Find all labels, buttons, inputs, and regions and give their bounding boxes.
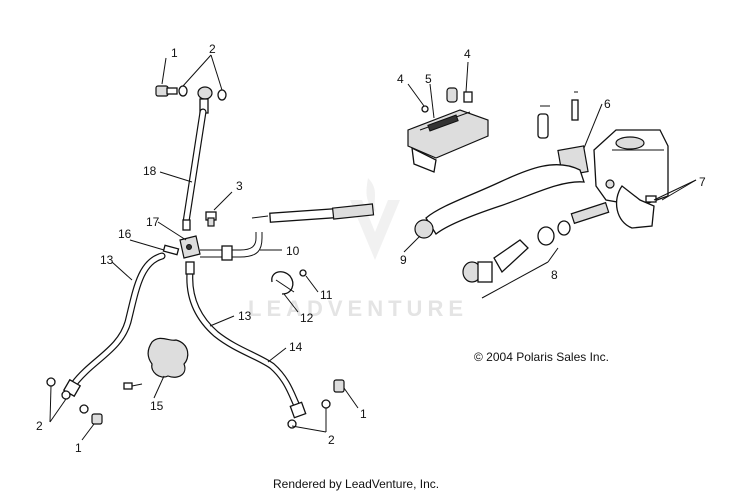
banjo-bolt-top: [155, 85, 178, 97]
hose-clamp-12: [271, 271, 295, 295]
watermark-logo: [350, 178, 400, 260]
brake-hose-13-left: [62, 252, 166, 398]
callout-3: 3: [236, 179, 243, 193]
cover-screw-4-left: [421, 105, 429, 113]
callout-14: 14: [289, 340, 303, 354]
callout-13-left: 13: [100, 253, 114, 267]
callout-10: 10: [286, 244, 300, 258]
brake-hose-13-center: [185, 261, 307, 419]
brake-cable: [251, 203, 375, 223]
watermark-text: LEADVENTURE: [248, 296, 468, 321]
callout-12: 12: [300, 311, 314, 325]
copyright-text: © 2004 Polaris Sales Inc.: [474, 350, 609, 364]
mounting-bracket-15: [147, 337, 189, 378]
brake-tube-10: [200, 232, 263, 261]
callout-4-right: 4: [464, 47, 471, 61]
callout-18: 18: [143, 164, 157, 178]
brake-lever-9: [414, 164, 585, 239]
washers-bottom-left: [46, 377, 89, 414]
bleeder-fitting-3: [205, 211, 217, 227]
callout-13-mid: 13: [238, 309, 252, 323]
footer-credit: Rendered by LeadVenture, Inc.: [273, 477, 439, 491]
fitting-16: [162, 244, 180, 256]
callout-2-bottom-right: 2: [328, 433, 335, 447]
pivot-pins: [537, 91, 579, 139]
reservoir-cover-5: [407, 109, 489, 173]
junction-block-17: [179, 235, 201, 259]
brake-line-18: [182, 108, 207, 231]
bolt-bottom-right: [333, 379, 345, 393]
callout-1-top: 1: [171, 46, 178, 60]
callout-4-left: 4: [397, 72, 404, 86]
callout-16: 16: [118, 227, 132, 241]
callout-numbers: 1 2 18 3 17 16 10 13 13 11 12 14 15 2 1 …: [36, 42, 706, 455]
leader-lines: [49, 54, 697, 441]
callout-15: 15: [150, 399, 164, 413]
callout-11: 11: [320, 288, 333, 302]
bolt-bottom-left: [91, 413, 103, 425]
cover-screw-4-right: [446, 87, 473, 103]
callout-2-top: 2: [209, 42, 216, 56]
callout-1-bottom-right: 1: [360, 407, 367, 421]
callout-9: 9: [400, 253, 407, 267]
callout-5: 5: [425, 72, 432, 86]
callout-1-bottom-left: 1: [75, 441, 82, 455]
callout-8: 8: [551, 268, 558, 282]
piston-kit-8: [462, 201, 610, 283]
upper-banjo-fitting: [197, 86, 213, 114]
callout-17: 17: [146, 215, 160, 229]
callout-2-bottom-left: 2: [36, 419, 43, 433]
callout-6: 6: [604, 97, 611, 111]
callout-7: 7: [699, 175, 706, 189]
clip-11: [299, 269, 307, 277]
screw-15: [123, 382, 143, 390]
